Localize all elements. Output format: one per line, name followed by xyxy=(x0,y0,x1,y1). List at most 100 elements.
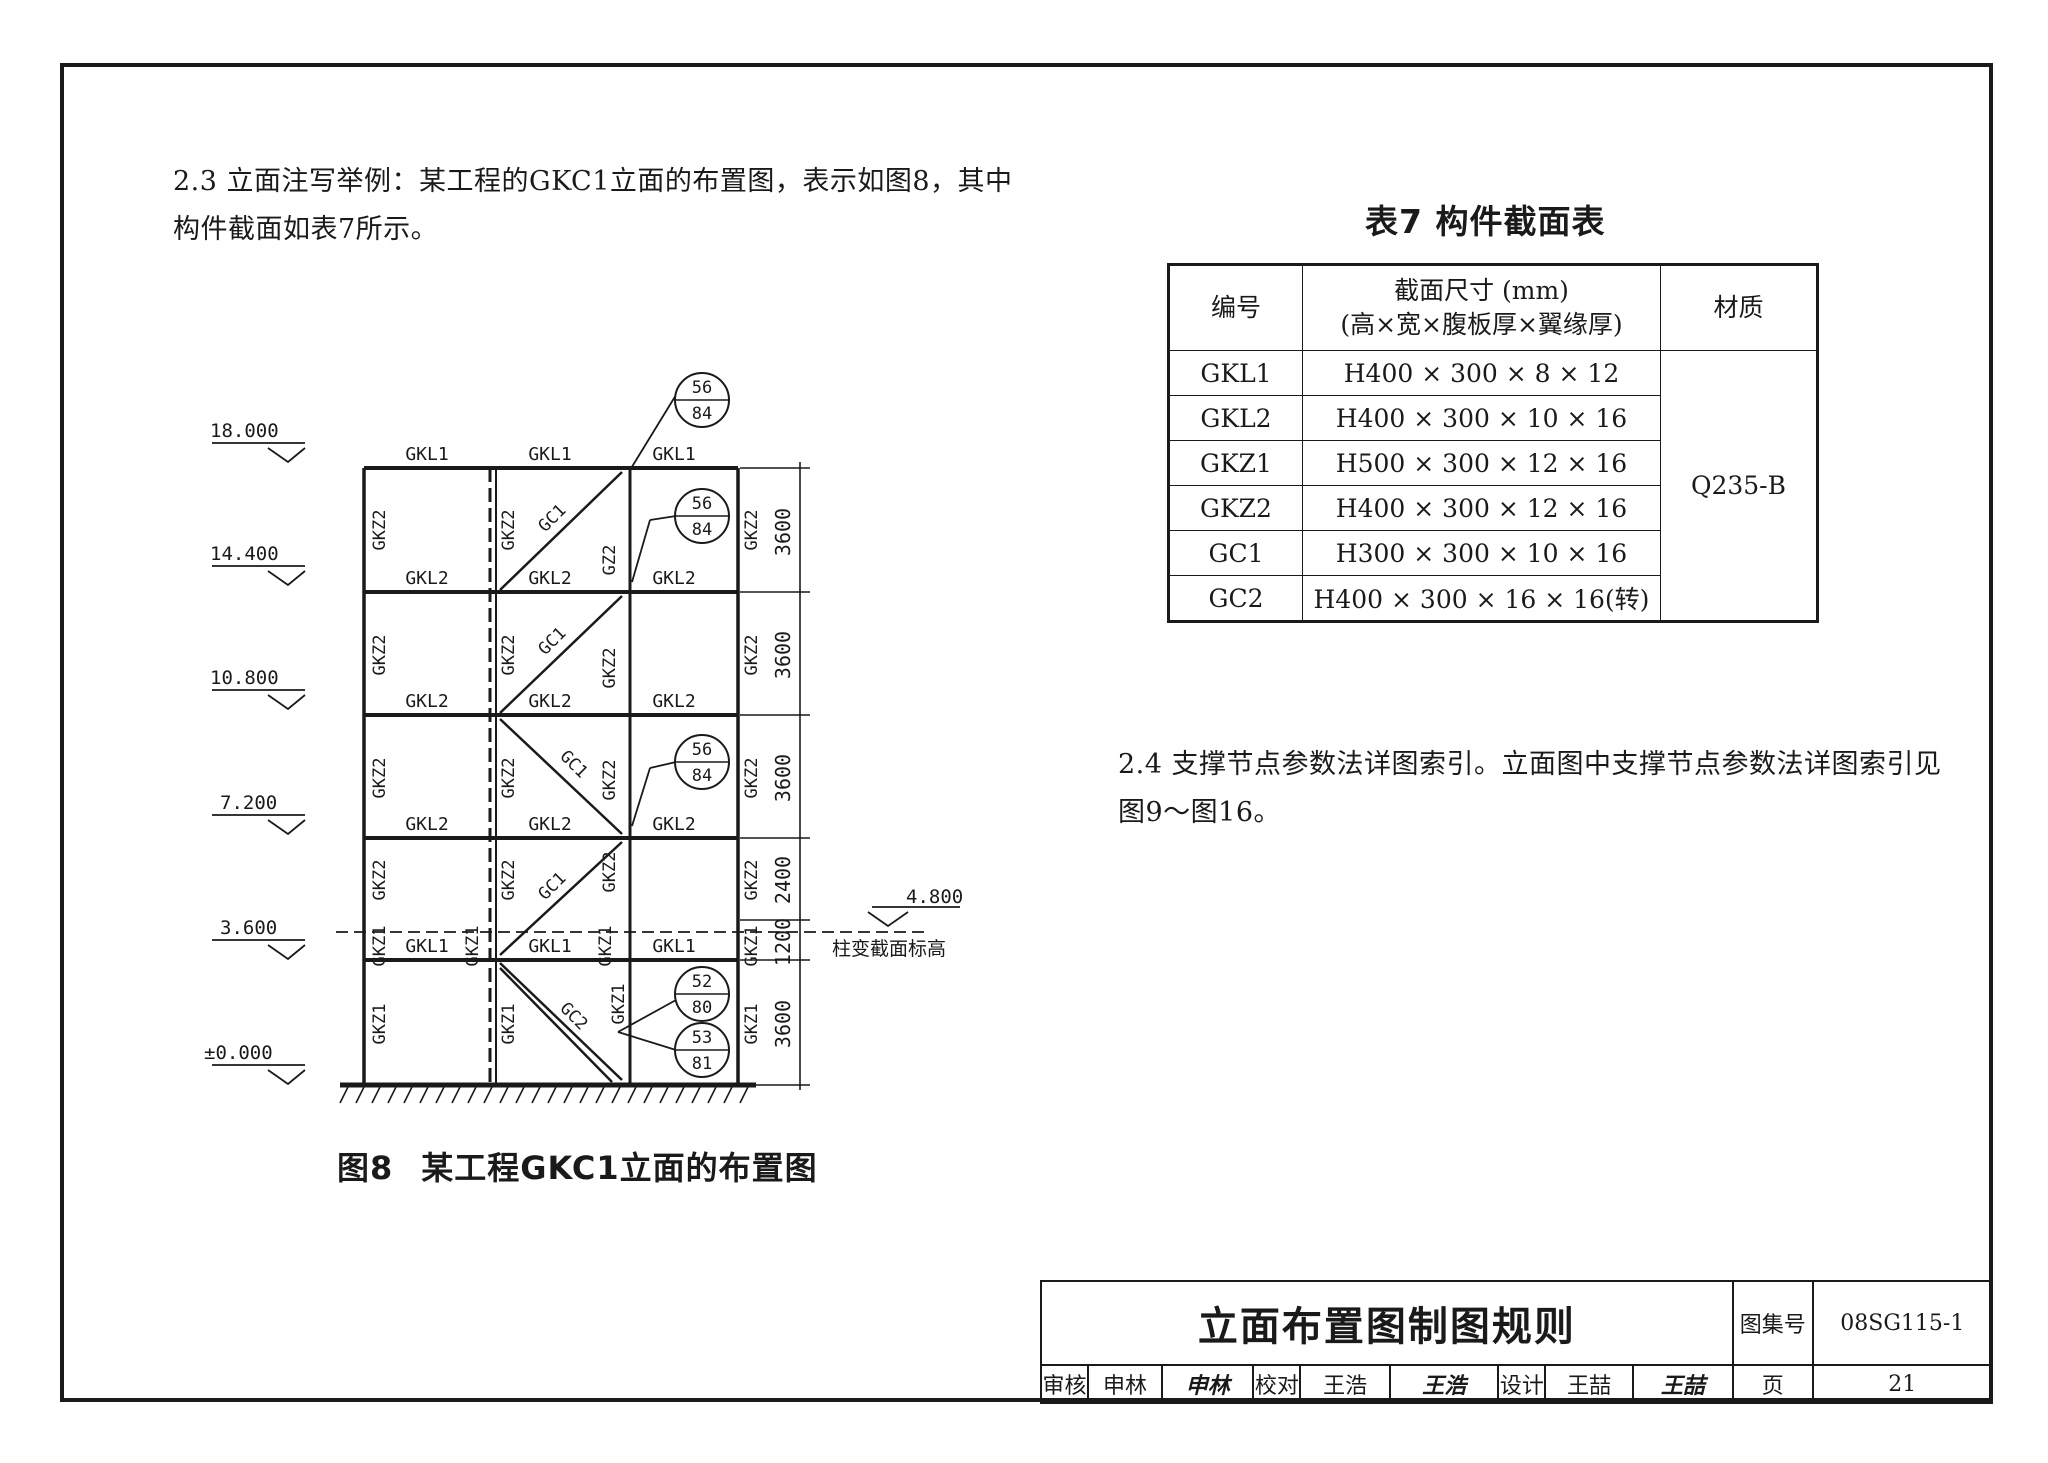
ground-hatch xyxy=(339,1086,749,1104)
brace-gc1-2 xyxy=(499,595,623,714)
column-label: GKZ2 xyxy=(370,860,390,901)
index-top: 52 xyxy=(692,972,712,992)
checker-signature: 王浩 xyxy=(1388,1364,1500,1404)
drawing-frame xyxy=(60,63,1993,1402)
cell-material: Q235-B xyxy=(1660,350,1818,622)
index-circle: 56 84 xyxy=(674,734,730,790)
column-label: GZ2 xyxy=(600,545,620,576)
cell-id: GKL2 xyxy=(1168,395,1303,441)
level-label: 3.600 xyxy=(220,917,277,939)
table-row: GKZ2 H400 × 300 × 12 × 16 xyxy=(1168,485,1818,531)
level-labels: 18.000 14.400 10.800 7.200 3.600 ±0.000 … xyxy=(204,420,963,1064)
beam-label: GKL1 xyxy=(652,444,695,465)
title-block: 立面布置图制图规则 图集号 08SG115-1 审核 申林 申林 校对 王浩 王… xyxy=(1039,1280,1994,1404)
level-label: 14.400 xyxy=(210,543,279,565)
column-label: GKZ2 xyxy=(370,510,390,551)
extra-level-label: 4.800 xyxy=(906,886,963,908)
index-top: 56 xyxy=(692,740,712,760)
title-block-top-row: 立面布置图制图规则 图集号 08SG115-1 xyxy=(1040,1280,1994,1366)
beam-label: GKL1 xyxy=(405,444,448,465)
table-row: GC1 H300 × 300 × 10 × 16 xyxy=(1168,530,1818,576)
index-bottom: 84 xyxy=(692,404,712,424)
beams xyxy=(364,466,738,962)
index-circle: 52 80 xyxy=(674,966,730,1022)
column-label: GKZ2 xyxy=(370,758,390,799)
review-label: 审核 xyxy=(1039,1364,1090,1404)
paragraph-2-4: 2.4 支撑节点参数法详图索引。立面图中支撑节点参数法详图索引见图9～图16。 xyxy=(1118,749,1942,828)
column-label: GKZ1 xyxy=(742,926,762,967)
beam-label: GKL2 xyxy=(405,691,448,712)
level-label: 7.200 xyxy=(220,792,277,814)
header-size: 截面尺寸 (mm) (高×宽×腹板厚×翼缘厚) xyxy=(1302,264,1661,351)
title-block-table: 立面布置图制图规则 图集号 08SG115-1 审核 申林 申林 校对 王浩 王… xyxy=(1039,1280,1994,1404)
column-label: GKZ2 xyxy=(600,648,620,689)
brace-gc1-3 xyxy=(499,718,623,835)
table-row: GC2 H400 × 300 × 16 × 16(转) xyxy=(1168,575,1818,622)
beam-label: GKL2 xyxy=(528,568,571,589)
beam-label: GKL2 xyxy=(405,814,448,835)
column-label: GKZ1 xyxy=(370,926,390,967)
index-top: 56 xyxy=(692,494,712,514)
check-label: 校对 xyxy=(1252,1364,1302,1404)
header-size-line2: (高×宽×腹板厚×翼缘厚) xyxy=(1340,310,1623,339)
column-label: GKZ1 xyxy=(463,926,483,967)
designer-name: 王喆 xyxy=(1544,1364,1634,1404)
cell-size: H300 × 300 × 10 × 16 xyxy=(1302,530,1661,576)
braces xyxy=(499,471,623,1083)
brace-gc1-4 xyxy=(499,841,623,956)
table7-title: 表7 构件截面表 xyxy=(1365,202,1606,241)
column-label: GKZ2 xyxy=(742,758,762,799)
column-label: GKZ2 xyxy=(742,860,762,901)
index-top: 56 xyxy=(692,378,712,398)
figure8-caption: 图8 某工程GKC1立面的布置图 xyxy=(337,1143,818,1189)
level-label: 10.800 xyxy=(210,667,279,689)
beam-label: GKL1 xyxy=(652,936,695,957)
dim-label: 1200 xyxy=(771,918,795,966)
beam-label: GKL2 xyxy=(528,814,571,835)
column-label: GKZ1 xyxy=(609,984,629,1025)
dim-label: 3600 xyxy=(771,508,795,556)
cell-id: GKZ1 xyxy=(1168,440,1303,486)
brace-gc2-a xyxy=(499,962,623,1081)
column-label: GKZ2 xyxy=(499,635,519,676)
index-bottom: 84 xyxy=(692,520,712,540)
designer-signature: 王喆 xyxy=(1631,1364,1734,1404)
index-bottom: 84 xyxy=(692,766,712,786)
level-label: 18.000 xyxy=(210,420,279,442)
cell-id: GC2 xyxy=(1168,575,1303,622)
beam-label: GKL1 xyxy=(528,936,571,957)
dim-label: 3600 xyxy=(771,631,795,679)
reviewer-signature: 申林 xyxy=(1161,1364,1255,1404)
cell-size: H500 × 300 × 12 × 16 xyxy=(1302,440,1661,486)
paragraph-2-3: 2.3 立面注写举例：某工程的GKC1立面的布置图，表示如图8，其中构件截面如表… xyxy=(173,166,1013,245)
brace-gc1-upper xyxy=(499,471,623,591)
figure8-caption-number: 图8 xyxy=(337,1149,394,1187)
atlas-number: 08SG115-1 xyxy=(1811,1280,1994,1366)
column-label: GKZ2 xyxy=(600,852,620,893)
brace-label: GC1 xyxy=(535,501,571,537)
dimension-labels: 3600 3600 3600 2400 1200 3600 xyxy=(771,508,795,1048)
section-table: 编号 截面尺寸 (mm) (高×宽×腹板厚×翼缘厚) 材质 GKL1 H400 … xyxy=(1167,263,1819,623)
column-change-note: 柱变截面标高 xyxy=(832,938,946,960)
header-size-line1: 截面尺寸 (mm) xyxy=(1394,276,1569,305)
beam-label: GKL2 xyxy=(652,691,695,712)
cell-size: H400 × 300 × 16 × 16(转) xyxy=(1302,575,1661,622)
column-label: GKZ2 xyxy=(742,510,762,551)
index-circle: 53 81 xyxy=(674,1022,730,1078)
beam-label: GKL1 xyxy=(528,444,571,465)
index-leaders xyxy=(617,394,677,1051)
beam-label: GKL2 xyxy=(405,568,448,589)
dim-label: 3600 xyxy=(771,1000,795,1048)
figure8-caption-text: 某工程GKC1立面的布置图 xyxy=(421,1149,818,1187)
table-row: GKL2 H400 × 300 × 10 × 16 xyxy=(1168,395,1818,441)
dim-label: 3600 xyxy=(771,754,795,802)
column-label: GKZ2 xyxy=(499,860,519,901)
index-bottom: 80 xyxy=(692,998,712,1018)
index-top: 53 xyxy=(692,1028,712,1048)
table-row: GKZ1 H500 × 300 × 12 × 16 xyxy=(1168,440,1818,486)
index-circle: 56 84 xyxy=(674,372,730,428)
reviewer-name: 申林 xyxy=(1087,1364,1164,1404)
column-label: GKZ2 xyxy=(370,635,390,676)
column-label: GKZ1 xyxy=(742,1004,762,1045)
